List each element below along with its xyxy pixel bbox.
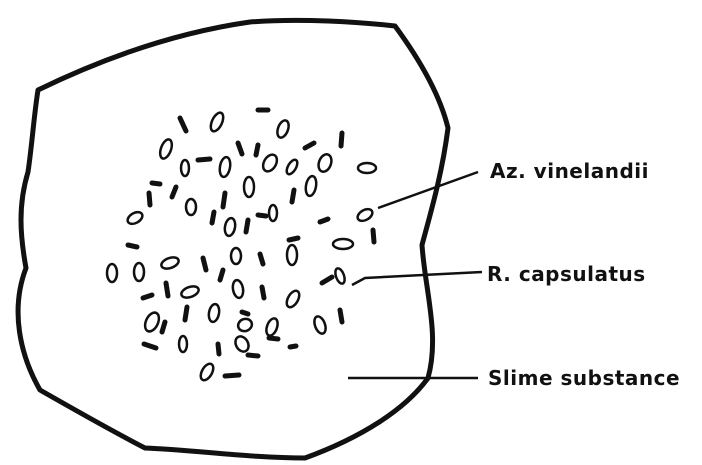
- azotobacter-cell: [232, 279, 245, 298]
- azotobacter-cell: [180, 284, 200, 300]
- rhodobacter-cell: [223, 193, 225, 207]
- rhodobacter-cell: [373, 230, 374, 242]
- rhodobacter-cell: [238, 143, 242, 154]
- rhodobacter-cell: [322, 277, 332, 283]
- rhodobacter-cell: [256, 145, 258, 155]
- rhodobacter-cell: [289, 238, 298, 240]
- azotobacter-cell: [304, 175, 317, 196]
- azotobacter-cell: [264, 317, 280, 337]
- azotobacter-cell: [134, 263, 144, 281]
- rhodobacter-cell: [218, 344, 219, 354]
- azotobacter-cell: [316, 152, 333, 173]
- rhodobacter-cell: [162, 322, 165, 332]
- azotobacter-cell: [142, 310, 161, 333]
- rhodobacter-label: R. capsulatus: [487, 262, 646, 286]
- azotobacter-cell: [181, 160, 189, 176]
- rhodobacter-cell: [292, 190, 294, 202]
- azotobacter-cell: [312, 315, 328, 335]
- rhodobacter-cell: [269, 338, 278, 339]
- rhodobacter-cell: [225, 375, 239, 376]
- rhodobacter-cell: [260, 254, 263, 264]
- rhodobacter-cell: [166, 283, 168, 296]
- rhodobacter-cell: [128, 245, 137, 247]
- azotobacter-cell: [198, 362, 216, 383]
- slime-boundary: [18, 20, 448, 458]
- azotobacter-leader-line: [378, 172, 478, 208]
- azotobacter-label: Az. vinelandii: [490, 159, 649, 183]
- azotobacter-cell: [186, 199, 196, 215]
- rhodobacter-cell: [290, 346, 296, 347]
- rhodobacter-cell: [152, 183, 160, 184]
- azotobacter-cell: [260, 152, 279, 174]
- rhodobacter-cell: [212, 212, 214, 223]
- azotobacter-cell: [236, 317, 253, 333]
- azotobacter-cell: [244, 177, 254, 197]
- rhodobacter-cell: [246, 220, 248, 232]
- azotobacter-cell: [126, 210, 145, 227]
- azotobacter-cell: [334, 267, 347, 285]
- rhodobacter-cell: [172, 187, 176, 197]
- rhodobacter-cell: [340, 310, 342, 322]
- azotobacter-cell: [107, 264, 117, 282]
- azotobacter-cell: [160, 255, 180, 271]
- azotobacter-cell: [179, 336, 187, 352]
- rhodobacter-cell: [220, 270, 223, 280]
- azotobacter-cell: [231, 248, 241, 264]
- azotobacter-cell: [233, 334, 251, 354]
- azotobacter-cell: [356, 207, 375, 224]
- azotobacter-cell: [208, 111, 226, 133]
- rhodobacter-leader-line: [352, 272, 482, 285]
- rhodobacter-cell: [258, 215, 266, 216]
- azotobacter-cell: [158, 138, 174, 160]
- cell-cluster: [107, 110, 376, 382]
- azotobacter-cell: [284, 289, 302, 310]
- azotobacter-cell: [208, 303, 221, 322]
- slime-label: Slime substance: [488, 366, 680, 390]
- azotobacter-cell: [275, 119, 291, 139]
- rhodobacter-cell: [149, 193, 150, 205]
- rhodobacter-cell: [320, 219, 328, 222]
- rhodobacter-cell: [341, 133, 342, 146]
- rhodobacter-cell: [242, 312, 248, 314]
- azotobacter-cell: [358, 163, 376, 173]
- azotobacter-cell: [269, 205, 277, 221]
- rhodobacter-cell: [144, 344, 156, 348]
- azotobacter-cell: [218, 156, 231, 177]
- azotobacter-cell: [333, 239, 353, 249]
- rhodobacter-cell: [248, 355, 258, 356]
- rhodobacter-cell: [203, 258, 206, 270]
- rhodobacter-cell: [185, 307, 187, 320]
- azotobacter-cell: [224, 217, 237, 236]
- azotobacter-cell: [287, 245, 297, 265]
- rhodobacter-cell: [180, 118, 186, 131]
- rhodobacter-cell: [262, 287, 264, 298]
- rhodobacter-cell: [198, 159, 210, 160]
- azotobacter-cell: [285, 158, 300, 176]
- rhodobacter-cell: [305, 143, 314, 148]
- rhodobacter-cell: [143, 295, 152, 298]
